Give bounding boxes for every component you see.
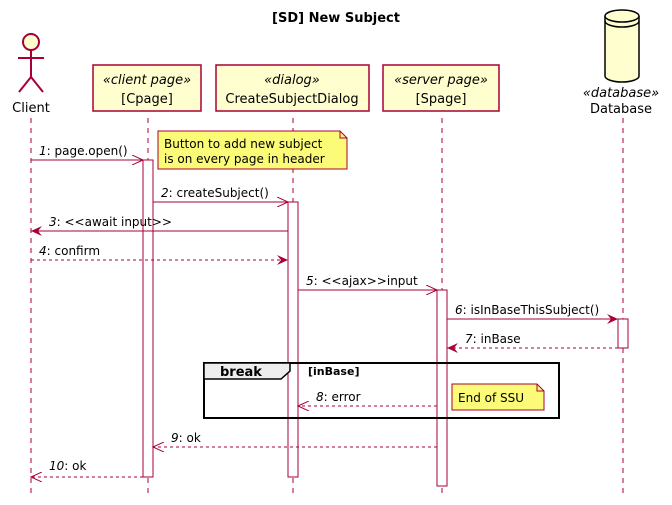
- message-8-label: 8: error: [316, 390, 361, 404]
- participant-cpage-stereotype: «client page»: [103, 73, 191, 88]
- participant-dialog-box: [215, 64, 370, 112]
- message-2-label: 2: createSubject(): [161, 186, 269, 200]
- messages: [31, 160, 618, 477]
- message-1-label: 1: page.open(): [39, 144, 128, 158]
- activation-spage: [436, 289, 448, 487]
- participant-database-stereotype: «database»: [583, 86, 659, 101]
- participant-client-name: Client: [12, 101, 50, 116]
- participant-spage-stereotype: «server page»: [394, 73, 488, 88]
- note-header: Button to add new subject is on every pa…: [157, 130, 348, 170]
- note-header-line2: is on every page in header: [164, 152, 325, 166]
- message-5-label: 5: <<ajax>>input: [306, 274, 418, 288]
- client-actor-icon: [18, 33, 44, 93]
- participant-dialog-name: CreateSubjectDialog: [225, 92, 358, 107]
- message-10-label: 10: ok: [49, 459, 86, 473]
- participant-cpage-name: [Cpage]: [121, 92, 173, 107]
- participant-spage-name: [Spage]: [416, 92, 467, 107]
- note-header-line1: Button to add new subject: [164, 137, 323, 151]
- activations: [142, 159, 629, 487]
- activation-cpage: [142, 159, 154, 478]
- participant-cpage-box: [92, 64, 202, 112]
- fragment-guard: [inBase]: [308, 365, 359, 378]
- participant-dialog-stereotype: «dialog»: [264, 73, 320, 88]
- note-ssu: End of SSU: [451, 383, 545, 411]
- participant-database-name: Database: [590, 102, 652, 117]
- message-labels: 1: page.open() 2: createSubject() 3: <<a…: [39, 144, 599, 473]
- message-3-label: 3: <<await input>>: [49, 215, 172, 229]
- participant-spage-box: [382, 64, 500, 112]
- note-ssu-text: End of SSU: [458, 391, 524, 405]
- database-icon: [604, 9, 640, 83]
- break-fragment: break [inBase]: [203, 362, 560, 419]
- diagram-title: [SD] New Subject: [272, 11, 400, 26]
- activation-database: [617, 318, 629, 349]
- activation-dialog: [287, 201, 299, 478]
- fragment-operator: break: [220, 365, 262, 380]
- message-9-label: 9: ok: [171, 431, 201, 445]
- message-6-label: 6: isInBaseThisSubject(): [455, 303, 599, 317]
- message-7-label: 7: inBase: [465, 332, 521, 346]
- message-4-label: 4: confirm: [39, 244, 100, 258]
